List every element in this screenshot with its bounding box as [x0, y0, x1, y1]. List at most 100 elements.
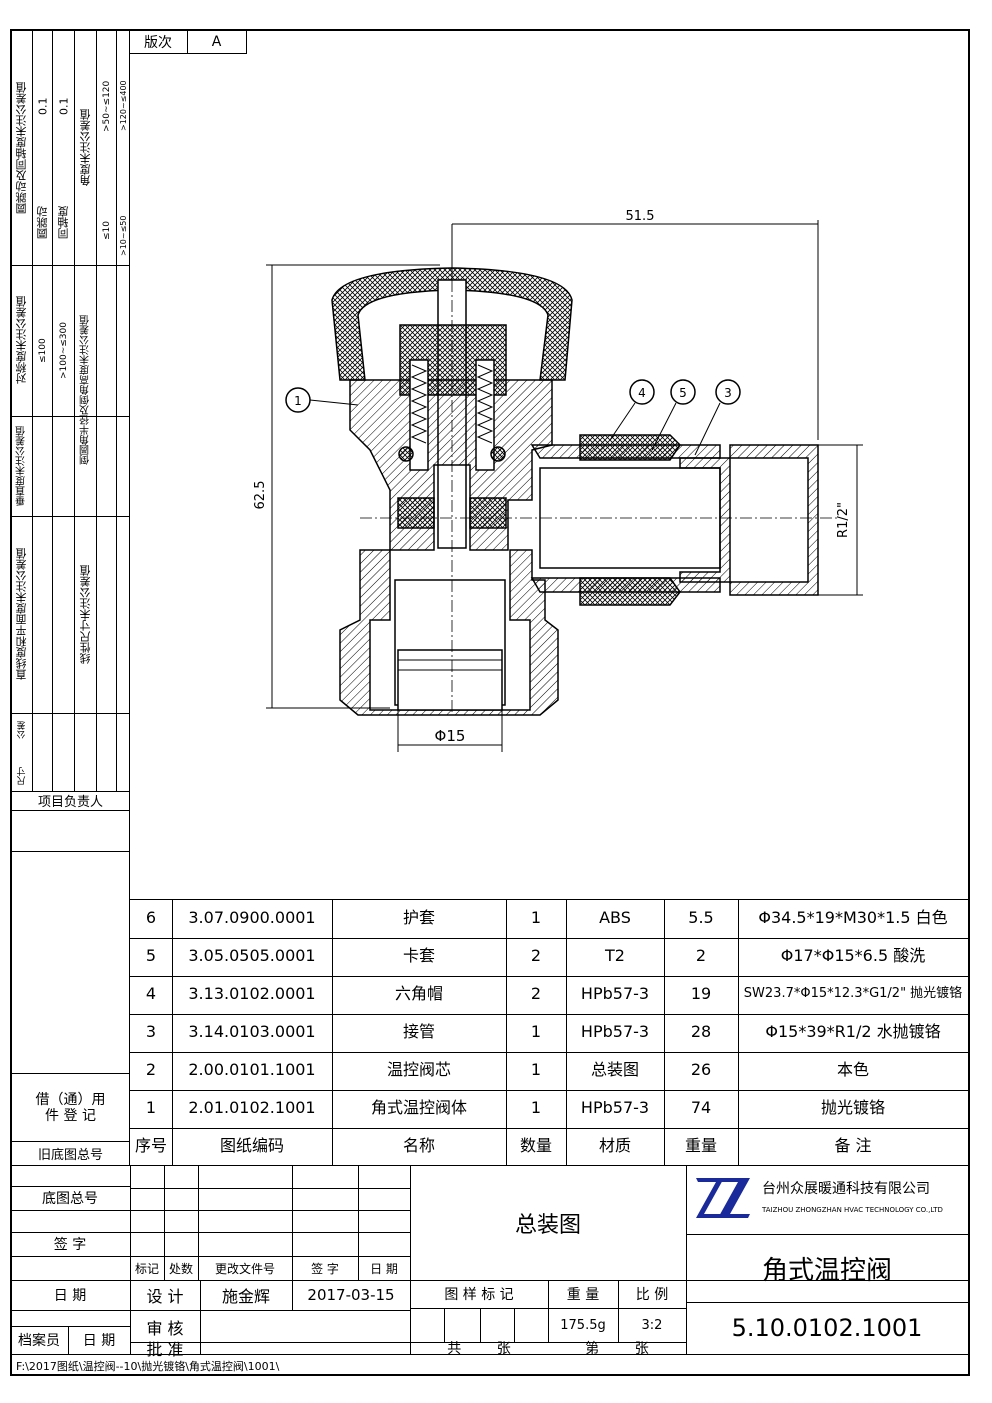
balloon-3: 3	[724, 386, 732, 400]
rev-mark: 标记	[134, 1261, 159, 1276]
tol-linear-title: 线性尺寸未注公差值	[79, 565, 92, 664]
scale-label: 比 例	[635, 1287, 669, 1303]
rev-count: 处数	[168, 1261, 193, 1276]
bom-index: 1	[145, 1098, 157, 1117]
company-logo	[694, 1174, 752, 1220]
balloon-1: 1	[294, 394, 302, 408]
dim-diameter: Φ15	[435, 727, 466, 745]
bom-qty: 1	[530, 908, 542, 927]
bom-name: 六角帽	[394, 984, 443, 1003]
design-label: 设 计	[146, 1287, 184, 1306]
bom-code: 3.14.0103.0001	[188, 1022, 316, 1041]
rev-date: 日 期	[370, 1261, 398, 1276]
sign-label: 签 字	[53, 1237, 87, 1253]
tol-perp-title: 垂直度未注公差值	[16, 426, 28, 506]
tol-round-r1v: 0.1	[36, 97, 50, 115]
tolerance-strip: 圆跳动及同轴度未注公差值 圆跳动 0.1 同轴度 0.1 角度未注公差值 ≤10…	[10, 31, 129, 792]
bom-weight: 26	[690, 1060, 712, 1079]
bom-header-note: 备 注	[834, 1136, 872, 1155]
tol-angle-a2: >10~≤50	[119, 215, 128, 257]
tol-flat-title: 直线度和平面度未注公差值	[15, 548, 28, 681]
valve-drawing: 51.5 62.5 R1/2" Φ15 1 4 5 3	[253, 209, 863, 752]
tol-angle-a4: >120~≤400	[119, 80, 128, 132]
base-total-label: 底图总号	[42, 1191, 98, 1207]
bom-qty: 1	[530, 1060, 542, 1079]
review-label: 审 核	[146, 1319, 184, 1338]
total-sheets: 共 张	[447, 1341, 511, 1357]
bom-code: 3.13.0102.0001	[188, 984, 316, 1003]
company-name-en: TAIZHOU ZHONGZHAN HVAC TECHNOLOGY CO.,LT…	[762, 1206, 943, 1214]
bom-qty: 2	[530, 946, 542, 965]
bom-name: 接管	[402, 1022, 435, 1041]
borrow-label: 借（通）用 件 登 记	[12, 1073, 129, 1141]
tol-size-label: 尺寸	[17, 767, 28, 785]
bom-index: 2	[145, 1060, 157, 1079]
bom-index: 6	[145, 908, 157, 927]
rev-sign: 签 字	[311, 1261, 339, 1276]
bom-index: 4	[145, 984, 157, 1003]
dim-height: 62.5	[253, 481, 268, 510]
bom-header-name: 名称	[402, 1136, 435, 1155]
bom-header-weight: 重量	[684, 1136, 717, 1155]
bom-weight: 28	[690, 1022, 712, 1041]
tol-sym-b: >100~≤300	[59, 322, 69, 380]
drawing-type: 总装图	[514, 1213, 581, 1238]
bom-note: 本色	[836, 1060, 869, 1079]
title-block: 底图总号 签 字 日 期 档案员 日 期 标记 处数 更改文件号 签 字 日 期…	[10, 1165, 968, 1377]
bom-material: 总装图	[590, 1060, 639, 1079]
bom-header-code: 图纸编码	[219, 1136, 284, 1155]
bom-note: SW23.7*Φ15*12.3*G1/2" 抛光镀铬	[743, 986, 963, 1001]
weight-label: 重 量	[566, 1287, 600, 1303]
tol-round-r1: 圆跳动	[36, 206, 49, 240]
tol-angle-title: 角度未注公差值	[79, 109, 92, 187]
bom-weight: 2	[695, 946, 707, 965]
date-label: 日 期	[53, 1288, 87, 1304]
tol-angle-a3: >50~≤120	[102, 80, 112, 132]
outer-frame	[10, 29, 970, 1376]
approve-label: 批 准	[146, 1340, 184, 1359]
bom-weight: 74	[690, 1098, 712, 1117]
bom-weight: 19	[690, 984, 712, 1003]
bom-qty: 2	[530, 984, 542, 1003]
tol-sym-title: 对称度未注公差值	[15, 296, 28, 385]
tol-round-r2v: 0.1	[57, 97, 71, 115]
bom-material: T2	[605, 946, 625, 965]
bom-code: 2.01.0102.1001	[188, 1098, 316, 1117]
version-value: A	[211, 34, 222, 50]
drawing-number: 5.10.0102.1001	[731, 1314, 923, 1342]
sheet-no: 第 张	[585, 1341, 649, 1357]
bom-code: 3.07.0900.0001	[188, 908, 316, 927]
design-date: 2017-03-15	[307, 1286, 395, 1304]
bom-code: 3.05.0505.0001	[188, 946, 316, 965]
bom-note: Φ15*39*R1/2 水抛镀铬	[765, 1022, 941, 1041]
tol-angle-a1: ≤10	[102, 221, 112, 241]
bom-index: 3	[145, 1022, 157, 1041]
tol-sym-a: ≤100	[38, 338, 48, 364]
company-name-cn: 台州众展暖通科技有限公司	[762, 1181, 930, 1197]
bom-header-qty: 数量	[519, 1136, 552, 1155]
weight-value: 175.5g	[560, 1317, 606, 1333]
bom-material: HPb57-3	[580, 1022, 650, 1041]
dim-thread: R1/2"	[836, 502, 851, 538]
bom-name: 角式温控阀体	[370, 1098, 467, 1117]
bom-name: 温控阀芯	[386, 1060, 451, 1079]
bom-weight: 5.5	[688, 908, 714, 927]
rev-file: 更改文件号	[214, 1261, 275, 1276]
bom-index: 5	[145, 946, 157, 965]
tol-round-r2: 同轴度	[57, 206, 70, 240]
dim-width: 51.5	[626, 209, 655, 224]
archive-date-label: 日 期	[82, 1333, 116, 1349]
bom-qty: 1	[530, 1022, 542, 1041]
tol-tol-label: 公差	[17, 721, 28, 739]
bom-name: 卡套	[402, 946, 435, 965]
scale-value: 3:2	[641, 1317, 663, 1333]
balloon-4: 4	[638, 386, 646, 400]
balloon-5: 5	[679, 386, 687, 400]
file-path: F:\2017图纸\温控阀--10\抛光镀铬\角式温控阀\1001\	[16, 1360, 280, 1373]
version-label: 版次	[144, 35, 172, 51]
tol-chamfer-title: 倒圆角半径及倒角高度未注公差值	[80, 315, 92, 466]
project-owner-label: 项目负责人	[12, 791, 129, 811]
bom-material: HPb57-3	[580, 1098, 650, 1117]
version-box: 版次 A	[129, 31, 247, 54]
sample-mark-label: 图 样 标 记	[444, 1287, 514, 1303]
